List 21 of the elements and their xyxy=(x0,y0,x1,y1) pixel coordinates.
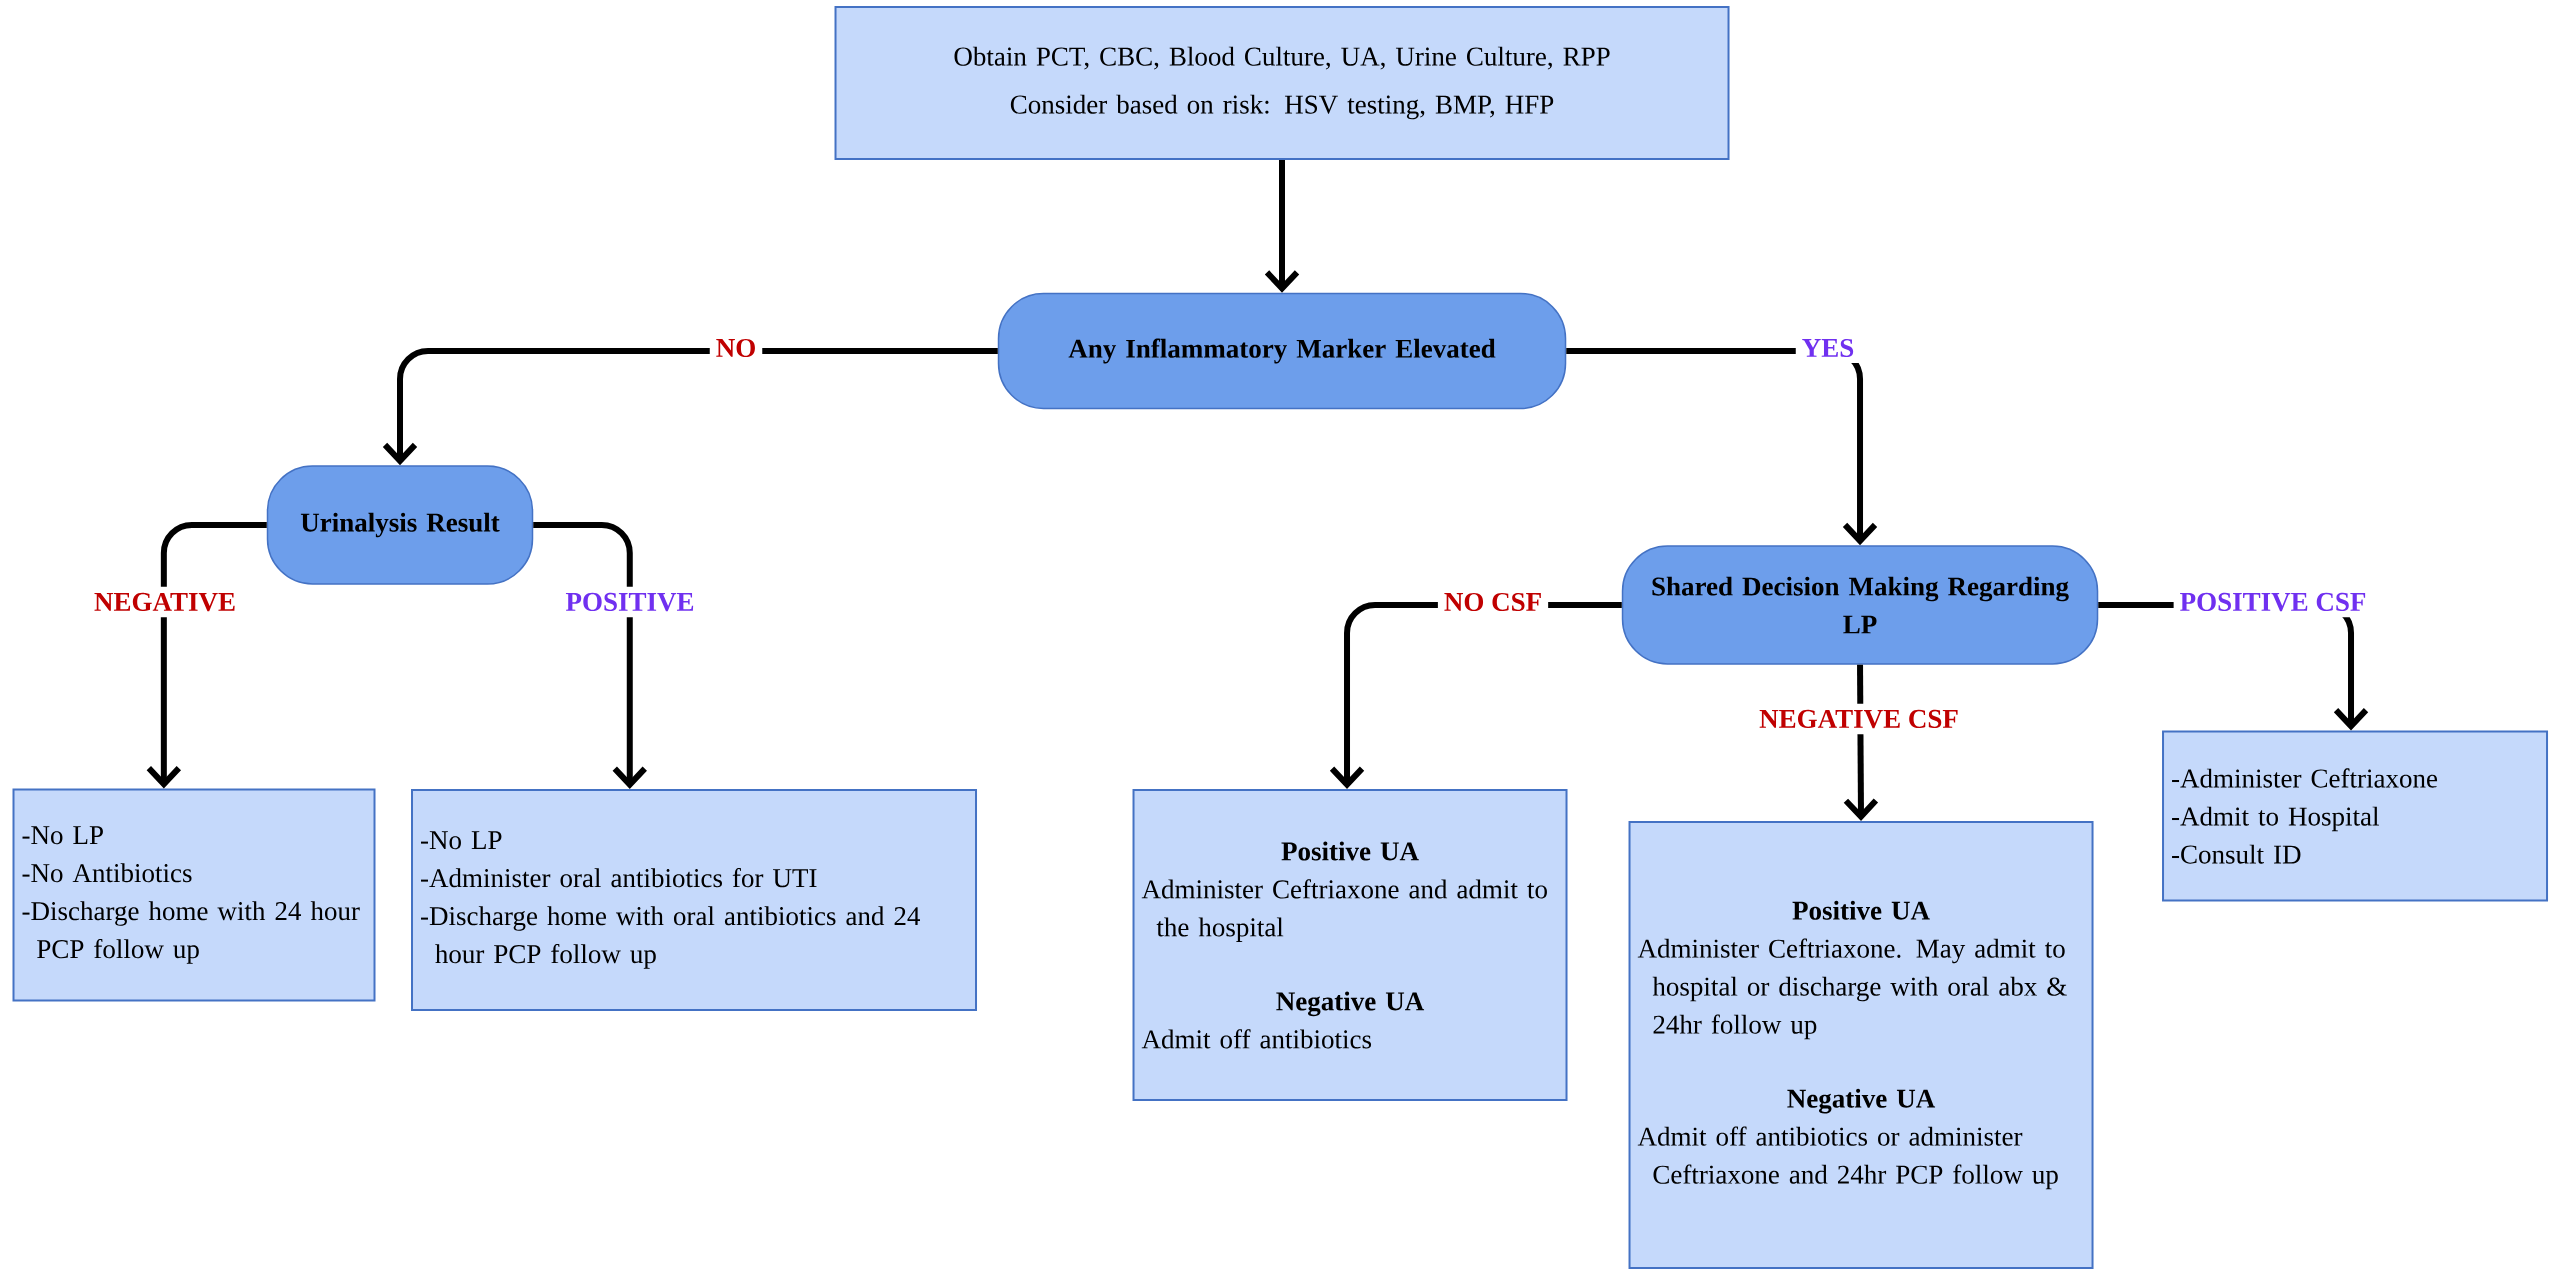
decision-box: Urinalysis Result xyxy=(266,465,534,585)
arrow xyxy=(1264,160,1300,293)
arrow xyxy=(146,522,267,789)
decision-box: Shared Decision Making Regarding LP xyxy=(1621,545,2099,665)
process-box: Positive UA Administer Ceftriaxone. May admit to hospital or discharge with oral abx & 24hr follow up Negative UA Admit off antibiotics or administer Ceftriaxone and 24hr PCP follow up xyxy=(1628,821,2094,1269)
arrow xyxy=(1566,348,1878,546)
edge-label: YES xyxy=(1795,332,1861,364)
decision-box: Any Inflammatory Marker Elevated xyxy=(997,292,1567,410)
arrow xyxy=(382,348,998,466)
process-box: Positive UA Administer Ceftriaxone and admit to the hospital Negative UA Admit off antibiotics xyxy=(1132,789,1568,1101)
process-box: -No LP -Administer oral antibiotics for UTI -Discharge home with oral antibiotics and 24 hour PCP follow up xyxy=(411,789,977,1011)
edge-label: NEGATIVE CSF xyxy=(1753,703,1965,735)
edge-label: NEGATIVE xyxy=(88,586,242,618)
edge-label: NO xyxy=(709,332,763,364)
edge-label: POSITIVE xyxy=(559,586,701,618)
process-box: -No LP -No Antibiotics -Discharge home with 24 hour PCP follow up xyxy=(12,788,376,1002)
process-box: Obtain PCT, CBC, Blood Culture, UA, Urine Culture, RPP Consider based on risk: HSV testing, BMP, HFP xyxy=(834,6,1730,160)
process-box: -Administer Ceftriaxone -Admit to Hospital -Consult ID xyxy=(2162,730,2549,902)
edge-label: POSITIVE CSF xyxy=(2173,586,2373,618)
edge-label: NO CSF xyxy=(1437,586,1549,618)
arrow xyxy=(533,522,647,789)
